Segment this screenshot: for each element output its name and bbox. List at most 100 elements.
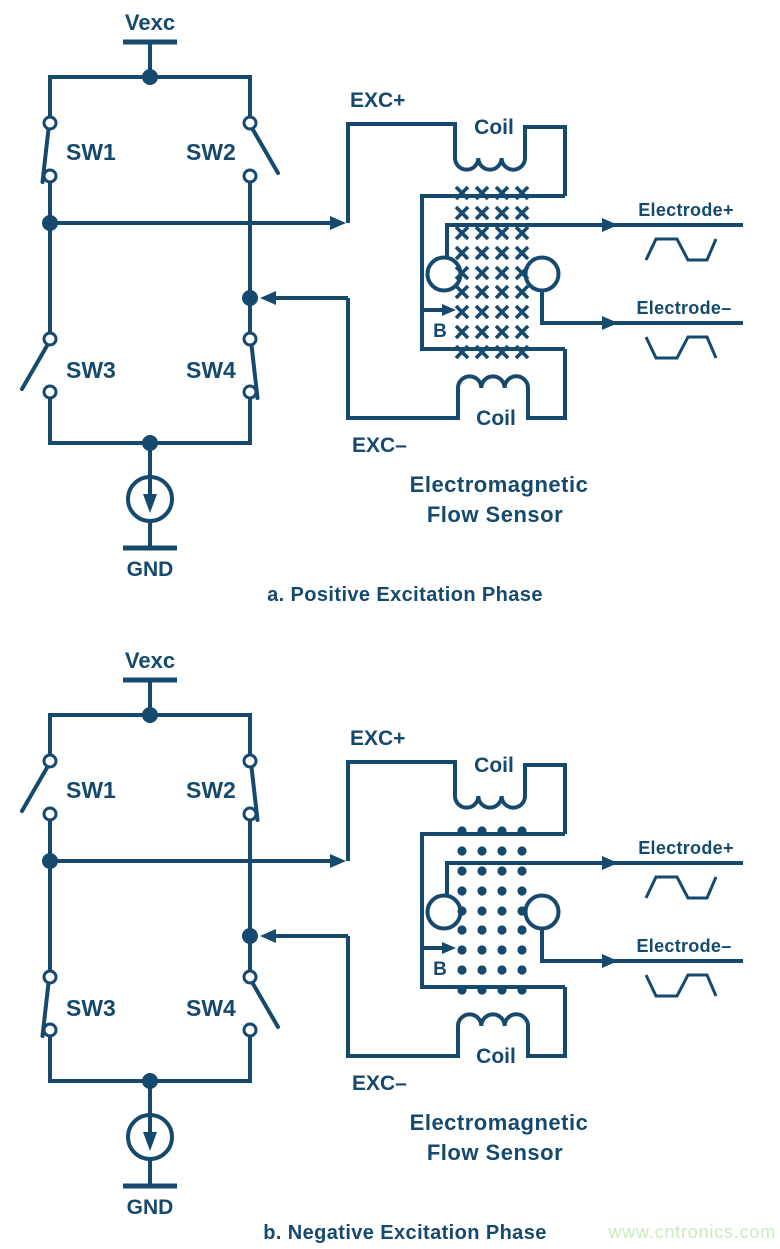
electrode-plus-label: Electrode+ [638, 838, 734, 858]
junction-dot [142, 435, 158, 451]
field-marker [494, 304, 510, 320]
field-marker [477, 826, 487, 836]
coil-top-label: Coil [474, 116, 514, 139]
sw3-blade [20, 342, 50, 391]
field-marker [454, 344, 470, 360]
watermark: www.cntronics.com [607, 1222, 776, 1242]
sw4-top-contact [242, 331, 258, 347]
exc-plus-trace-top-coil [346, 122, 567, 223]
field-marker-grid [457, 826, 527, 995]
electrode-plus-waveform [644, 875, 718, 900]
current-source-arrowhead [143, 494, 157, 513]
field-marker [494, 324, 510, 340]
field-marker [514, 324, 530, 340]
flow-tube-box [420, 194, 565, 351]
phase-caption: b. Negative Excitation Phase [263, 1222, 547, 1244]
field-marker [497, 846, 507, 856]
field-marker [494, 265, 510, 281]
field-marker [497, 826, 507, 836]
exc-plus-arrowhead [330, 216, 346, 230]
field-marker [497, 886, 507, 896]
field-marker [457, 945, 467, 955]
exc-plus-label: EXC+ [350, 89, 405, 112]
sw4-blade [250, 980, 280, 1029]
field-marker [474, 225, 490, 241]
field-marker [474, 205, 490, 221]
sw2-bottom-contact [242, 806, 258, 822]
electrode-plus-arrowhead [602, 856, 618, 870]
junction-dot [142, 1073, 158, 1089]
coil-bottom-label: Coil [476, 1045, 516, 1068]
sw1-bottom-contact [42, 168, 58, 184]
sw3-bottom-contact [42, 1022, 58, 1038]
field-marker [517, 826, 527, 836]
junction-dot [242, 928, 258, 944]
field-marker [517, 965, 527, 975]
exc-plus-trace-top-coil [346, 760, 567, 861]
negative-phase-panel: Vexc SW1 SW2 SW3 SW4 GND EXC+ EXC– Coil … [0, 638, 780, 1249]
field-marker [494, 185, 510, 201]
field-marker [514, 225, 530, 241]
positive-phase-panel: Vexc SW1 SW2 SW3 SW4 GND EXC+ EXC– Coil … [20, 10, 743, 606]
sw3-label: SW3 [66, 995, 116, 1021]
field-marker [517, 985, 527, 995]
sw2-blade [250, 126, 280, 175]
sw2-label: SW2 [186, 139, 236, 165]
field-marker [454, 324, 470, 340]
field-marker [454, 185, 470, 201]
sw4-label: SW4 [186, 995, 236, 1021]
exc-minus-trace-bottom-coil [346, 936, 567, 1058]
field-marker [514, 344, 530, 360]
sw1-top-contact [42, 115, 58, 131]
sw3-label: SW3 [66, 357, 116, 383]
b-field-arrowhead [442, 942, 456, 954]
electrode-minus-wire [540, 928, 743, 963]
sw4-top-contact [242, 969, 258, 985]
sensor-name-line1: Electromagnetic [410, 1110, 589, 1135]
field-marker [477, 945, 487, 955]
vexc-label: Vexc [125, 10, 175, 35]
exc-minus-label: EXC– [352, 434, 407, 457]
sw2-bottom-contact [242, 168, 258, 184]
field-marker [474, 304, 490, 320]
field-marker [517, 846, 527, 856]
sensor-name-line2: Flow Sensor [427, 1140, 563, 1165]
electrode-plus-waveform [644, 237, 718, 262]
field-marker [514, 265, 530, 281]
field-marker [514, 245, 530, 261]
electrode-minus-waveform [644, 335, 718, 360]
field-marker [454, 304, 470, 320]
field-marker [494, 245, 510, 261]
b-field-label: B [433, 321, 447, 342]
field-marker [454, 284, 470, 300]
field-marker [474, 245, 490, 261]
sw2-top-contact [242, 753, 258, 769]
circuit-svg: Vexc SW1 SW2 SW3 SW4 GND EXC+ EXC– Coil … [20, 10, 743, 606]
field-marker [514, 185, 530, 201]
field-marker [517, 906, 527, 916]
exc-minus-arrowhead [260, 291, 276, 305]
field-marker [497, 965, 507, 975]
sw1-label: SW1 [66, 777, 116, 803]
current-source-arrowhead [143, 1132, 157, 1151]
field-marker [474, 344, 490, 360]
electrode-plus-circle [425, 893, 463, 931]
sw3-bottom-contact [42, 384, 58, 400]
electrode-minus-circle [523, 893, 561, 931]
b-field-arrowhead [442, 304, 456, 316]
field-marker [454, 245, 470, 261]
field-marker [477, 965, 487, 975]
field-marker [494, 284, 510, 300]
electrode-plus-circle [425, 255, 463, 293]
electrode-minus-label: Electrode– [636, 936, 731, 956]
field-marker [457, 826, 467, 836]
electrode-plus-arrowhead [602, 218, 618, 232]
field-marker [474, 265, 490, 281]
gnd-label: GND [127, 1196, 174, 1219]
field-marker [477, 846, 487, 856]
field-marker [477, 925, 487, 935]
field-marker [454, 205, 470, 221]
sw1-blade [20, 764, 50, 813]
gnd-label: GND [127, 558, 174, 581]
field-marker [497, 945, 507, 955]
